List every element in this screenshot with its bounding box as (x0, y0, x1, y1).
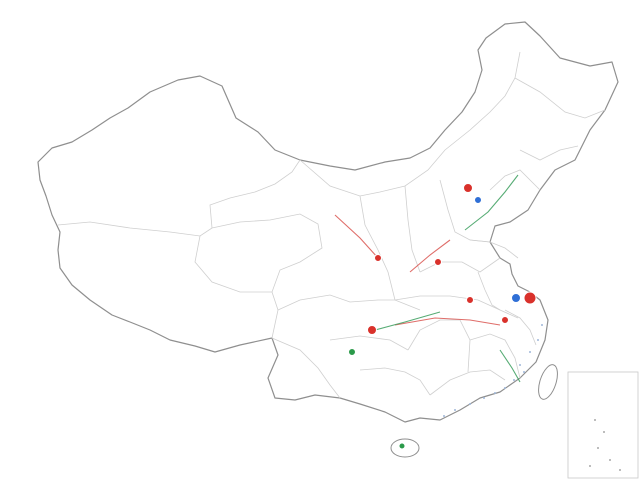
map-pin-icon (374, 254, 382, 262)
route-green-3 (499, 349, 521, 383)
border-qinghai-gansu (211, 213, 323, 293)
border-xinjiang-gansu (209, 159, 301, 229)
map-pin-icon (511, 293, 521, 303)
hainan-island (390, 438, 420, 458)
border-hunan (407, 319, 471, 373)
map-pin-icon (501, 316, 509, 324)
border-shanxi (404, 185, 421, 273)
pin-shanghai[interactable] (523, 291, 537, 305)
map-pin-icon (434, 258, 442, 266)
border-shandong (469, 239, 519, 259)
pin-tianjin[interactable] (474, 196, 482, 204)
map-pin-icon (463, 183, 473, 193)
border-heilongjiang (514, 77, 606, 119)
map-pin-icon (523, 291, 537, 305)
border-xinjiang-xizang (57, 221, 213, 237)
border-jilin-liaoning (519, 145, 579, 161)
border-neimenggu (299, 51, 521, 197)
border-henan (419, 257, 501, 273)
map-pin-icon (398, 442, 406, 450)
route-green-1 (464, 174, 519, 231)
border-hubei (394, 295, 519, 319)
route-red-3 (394, 317, 501, 326)
pin-haikou[interactable] (398, 442, 406, 450)
pin-xian[interactable] (374, 254, 382, 262)
pin-chongqing[interactable] (348, 348, 356, 356)
country-outline (37, 21, 619, 423)
route-green-2 (374, 311, 441, 331)
pin-chengdu[interactable] (367, 325, 377, 335)
coastline-texture (443, 324, 543, 417)
route-red-2 (409, 239, 451, 273)
south-china-sea-inset (567, 371, 639, 479)
pin-wuhan[interactable] (466, 296, 474, 304)
route-red-1 (334, 214, 379, 259)
border-liaoning (489, 169, 541, 191)
pin-guangzhou[interactable] (501, 316, 509, 324)
border-jiangxi (469, 333, 521, 379)
border-guangdong (429, 369, 506, 396)
border-yunnan (271, 337, 341, 399)
map-pin-icon (474, 196, 482, 204)
border-anhui (477, 271, 501, 311)
map-pin-icon (348, 348, 356, 356)
city-pins (348, 183, 537, 450)
border-guangxi (359, 367, 431, 396)
map-pin-icon (466, 296, 474, 304)
taiwan-island (538, 364, 558, 400)
border-shaanxi (359, 195, 396, 301)
border-guizhou (329, 335, 409, 351)
map-pin-icon (367, 325, 377, 335)
route-lines (334, 174, 521, 383)
pin-zhengzhou[interactable] (434, 258, 442, 266)
pin-beijing[interactable] (463, 183, 473, 193)
pin-hangzhou[interactable] (511, 293, 521, 303)
border-zhejiang (504, 309, 537, 346)
